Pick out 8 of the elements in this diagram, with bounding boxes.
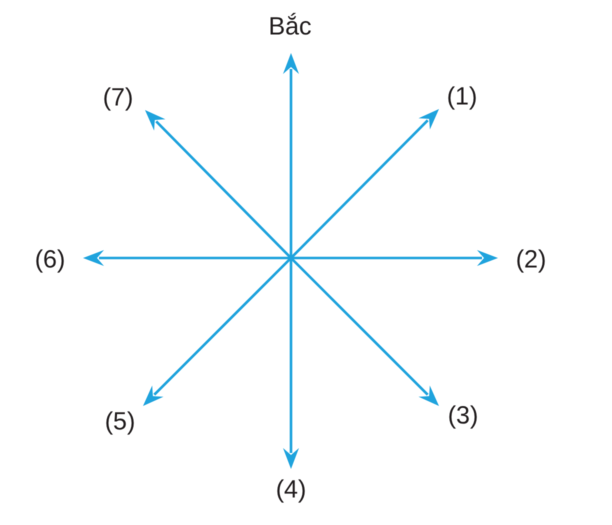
direction-label: (6) (34, 246, 66, 274)
direction-label: (3) (448, 402, 478, 430)
direction-label: (4) (276, 476, 306, 504)
direction-label: Bắc (268, 13, 312, 41)
direction-label: (2) (516, 246, 546, 274)
direction-label: (5) (104, 408, 136, 436)
direction-label: (1) (446, 83, 478, 111)
direction-label: (7) (102, 84, 134, 112)
